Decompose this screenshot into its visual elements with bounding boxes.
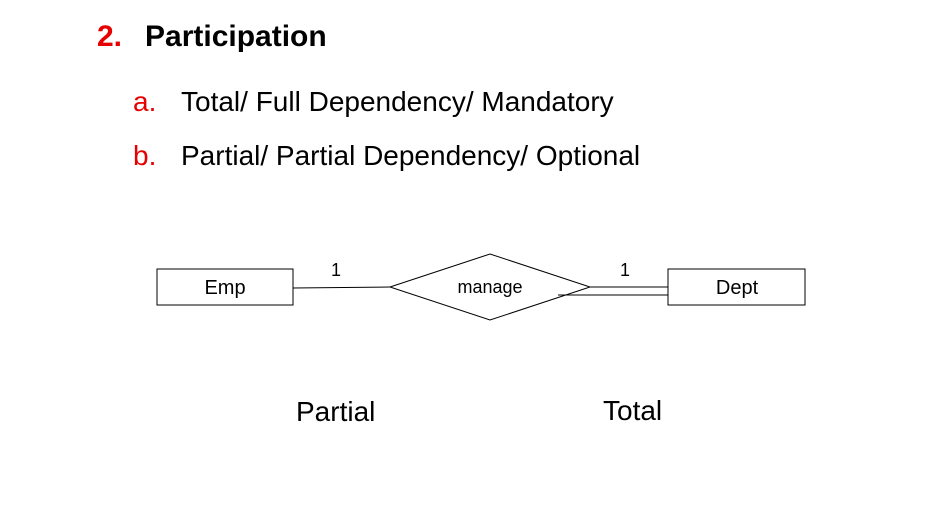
entity-dept-box <box>667 268 806 306</box>
relationship-manage: manage <box>388 253 592 321</box>
entity-dept-label: Dept <box>716 277 759 299</box>
relationship-label: manage <box>457 277 522 297</box>
list-item-b: b. Partial/ Partial Dependency/ Optional <box>133 140 640 172</box>
list-marker-b: b. <box>133 140 157 171</box>
caption-total: Total <box>603 395 663 426</box>
list-marker-a: a. <box>133 86 157 117</box>
cardinality-left: 1 <box>331 260 341 280</box>
entity-emp-box <box>156 268 294 306</box>
entity-emp-label: Emp <box>204 277 245 299</box>
total-participation-line <box>558 286 668 296</box>
list-text-b: Partial/ Partial Dependency/ Optional <box>181 140 641 171</box>
list-text-a: Total/ Full Dependency/ Mandatory <box>181 86 614 117</box>
section-number: 2. <box>97 20 123 53</box>
caption-partial: Partial <box>296 396 376 427</box>
list-item-a: a. Total/ Full Dependency/ Mandatory <box>133 86 614 118</box>
cardinality-right: 1 <box>620 260 630 280</box>
entity-dept: Dept <box>667 268 806 306</box>
partial-participation-line <box>292 286 391 289</box>
section-title: Participation <box>145 20 327 53</box>
section-heading: 2. Participation <box>97 20 327 54</box>
entity-emp: Emp <box>156 268 294 306</box>
